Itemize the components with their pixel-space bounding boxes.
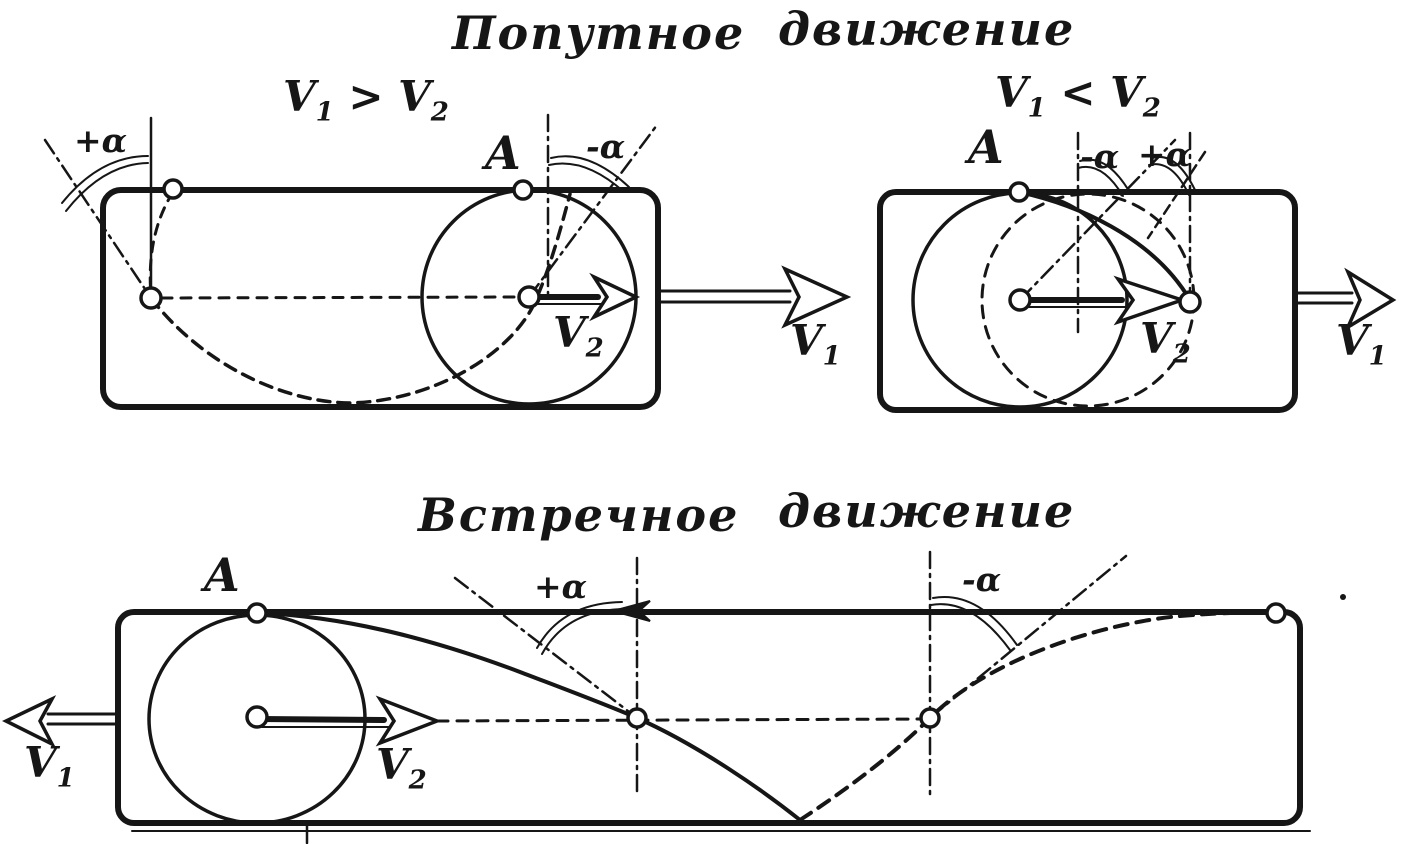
v-base: V: [1140, 314, 1173, 363]
v1-arrowhead: [1344, 267, 1397, 332]
v1-arrow-shaft: [46, 712, 120, 726]
point-marker-initial-mid: [139, 286, 163, 310]
v1-arrowhead: [2, 695, 57, 748]
cond-lhs-sub: 1: [315, 97, 334, 128]
cond-lhs: V: [283, 72, 316, 121]
diagram-overtaking-slower: [877, 131, 1397, 413]
angle-label-minus: -α: [962, 560, 1002, 599]
stray-dot: [1340, 594, 1346, 600]
v1-arrow-shaft: [658, 289, 792, 304]
angle-arc-minus-outer: [550, 155, 630, 188]
angle-arc-plus-inner: [541, 608, 625, 655]
relative-direction-arrowhead: [609, 600, 651, 622]
cond-lhs: V: [995, 68, 1028, 117]
v1-label: V1: [790, 320, 841, 372]
centers-line-dashed: [160, 295, 517, 300]
tangent-line-plus-alpha: [1146, 150, 1207, 240]
title-top-word1: Попутное: [452, 6, 746, 60]
v2-label: V2: [1140, 318, 1191, 370]
relative-trajectory-dashed: [798, 610, 1274, 822]
v2-label: V2: [553, 312, 604, 364]
v-base: V: [1336, 316, 1369, 365]
point-label-A: A: [485, 126, 521, 180]
cond-rhs: V: [1110, 68, 1143, 117]
v-base: V: [24, 738, 57, 787]
point-marker-wheel-center: [1008, 288, 1032, 312]
angle-arc-minus-outer: [932, 596, 1018, 646]
diagram-oncoming: [2, 550, 1346, 844]
angle-arc-minus-inner: [1077, 165, 1124, 197]
v-sub: 2: [1172, 339, 1191, 370]
point-marker-crossing-left: [626, 707, 648, 729]
cond-rhs-sub: 2: [430, 97, 449, 128]
vehicle-body-outline: [100, 187, 661, 410]
v1-arrow-shaft: [1293, 291, 1354, 305]
v2-arrowhead: [375, 695, 442, 747]
point-marker-initial-top: [162, 178, 184, 200]
point-marker-trajectory-end: [1178, 290, 1202, 314]
angle-arc-plus-inner: [1148, 163, 1190, 196]
v-base: V: [376, 740, 409, 789]
cond-rhs: V: [398, 72, 431, 121]
point-marker-wheel-center: [517, 285, 541, 309]
angle-label-plus: +α: [534, 567, 588, 606]
angle-label-minus: -α: [1080, 137, 1120, 176]
v2-arrowhead: [1113, 275, 1188, 326]
angle-label-minus: -α: [586, 127, 626, 166]
trajectory-descent-dashed: [148, 190, 175, 298]
vehicle-body-outline: [877, 189, 1298, 413]
title-bottom-word1: Встречное: [418, 488, 740, 542]
v1-arrowhead: [781, 265, 852, 329]
point-marker-oncoming-A: [1265, 602, 1287, 624]
centers-line-dashed: [435, 717, 926, 723]
v1-label: V1: [24, 742, 75, 794]
v-sub: 2: [408, 765, 427, 796]
point-marker-A: [512, 179, 534, 201]
v1-label: V1: [1336, 320, 1387, 372]
v2-arrowhead: [589, 272, 641, 322]
condition-v1-lt-v2: V1 < V2: [995, 72, 1161, 124]
v-base: V: [553, 308, 586, 357]
angle-arc-plus-outer: [61, 155, 149, 204]
tangent-line-minus-alpha: [1018, 138, 1177, 302]
angle-arc-minus-outer: [1079, 158, 1130, 192]
v-base: V: [790, 316, 823, 365]
point-marker-wheel-center: [245, 705, 269, 729]
cond-lhs-sub: 1: [1027, 93, 1046, 124]
condition-v1-gt-v2: V1 > V2: [283, 76, 449, 128]
cond-op: >: [348, 72, 384, 121]
diagram-overtaking-faster: [43, 113, 852, 410]
angle-arc-plus-outer: [1151, 155, 1196, 191]
point-label-A: A: [204, 548, 240, 602]
v2-label: V2: [376, 744, 427, 796]
tangent-line-minus-alpha: [527, 123, 659, 299]
angle-arc-minus-inner: [930, 603, 1011, 651]
point-label-A: A: [968, 120, 1004, 174]
point-marker-A: [246, 602, 268, 624]
angle-arc-minus-inner: [548, 162, 625, 193]
relative-trajectory-solid: [1017, 190, 1192, 302]
v2-arrow-shaft: [257, 716, 387, 723]
vehicle-body-outline: [115, 609, 1303, 826]
angle-label-plus: +α: [1138, 135, 1192, 174]
angle-label-plus: +α: [74, 121, 128, 160]
cond-op: <: [1060, 68, 1096, 117]
v-sub: 1: [56, 763, 75, 794]
point-marker-crossing-right: [919, 707, 941, 729]
title-bottom-word2: движение: [778, 484, 1076, 538]
angle-arc-plus-outer: [536, 601, 623, 649]
relative-trajectory-solid: [260, 611, 802, 822]
tangent-line-plus-alpha: [43, 138, 153, 300]
angle-arc-plus-inner: [65, 162, 149, 212]
title-top-word2: движение: [778, 2, 1076, 56]
cond-rhs-sub: 2: [1142, 93, 1161, 124]
v-sub: 1: [1368, 341, 1387, 372]
v-sub: 1: [822, 341, 841, 372]
point-marker-A: [1008, 181, 1030, 203]
v-sub: 2: [585, 333, 604, 364]
tangent-line-minus-alpha: [928, 554, 1128, 720]
